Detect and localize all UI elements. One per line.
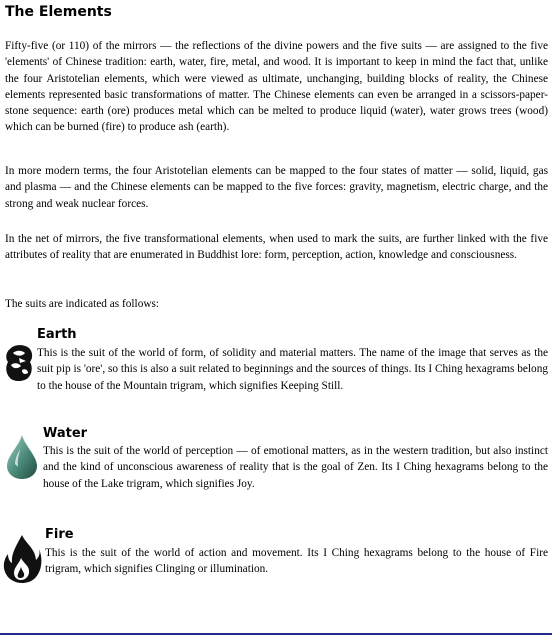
water-suit-title: Water xyxy=(43,426,88,441)
flame-icon xyxy=(3,535,42,583)
fire-suit-description: This is the suit of the world of action … xyxy=(45,547,548,576)
water-suit-description: This is the suit of the world of percept… xyxy=(43,445,548,490)
paragraph-chinese-elements: Fifty-five (or 110) of the mirrors — the… xyxy=(5,40,548,134)
page-title: The Elements xyxy=(5,4,112,20)
bottom-divider xyxy=(0,633,552,635)
rock-icon xyxy=(6,345,33,381)
earth-suit-description: This is the suit of the world of form, o… xyxy=(37,347,548,392)
fire-suit-title: Fire xyxy=(45,527,74,542)
paragraph-modern-terms: In more modern terms, the four Aristotel… xyxy=(5,165,548,210)
paragraph-suits-intro: The suits are indicated as follows: xyxy=(5,298,160,310)
earth-suit-title: Earth xyxy=(37,327,77,342)
water-drop-icon xyxy=(7,435,37,479)
paragraph-net-of-mirrors: In the net of mirrors, the five transfor… xyxy=(5,233,548,262)
